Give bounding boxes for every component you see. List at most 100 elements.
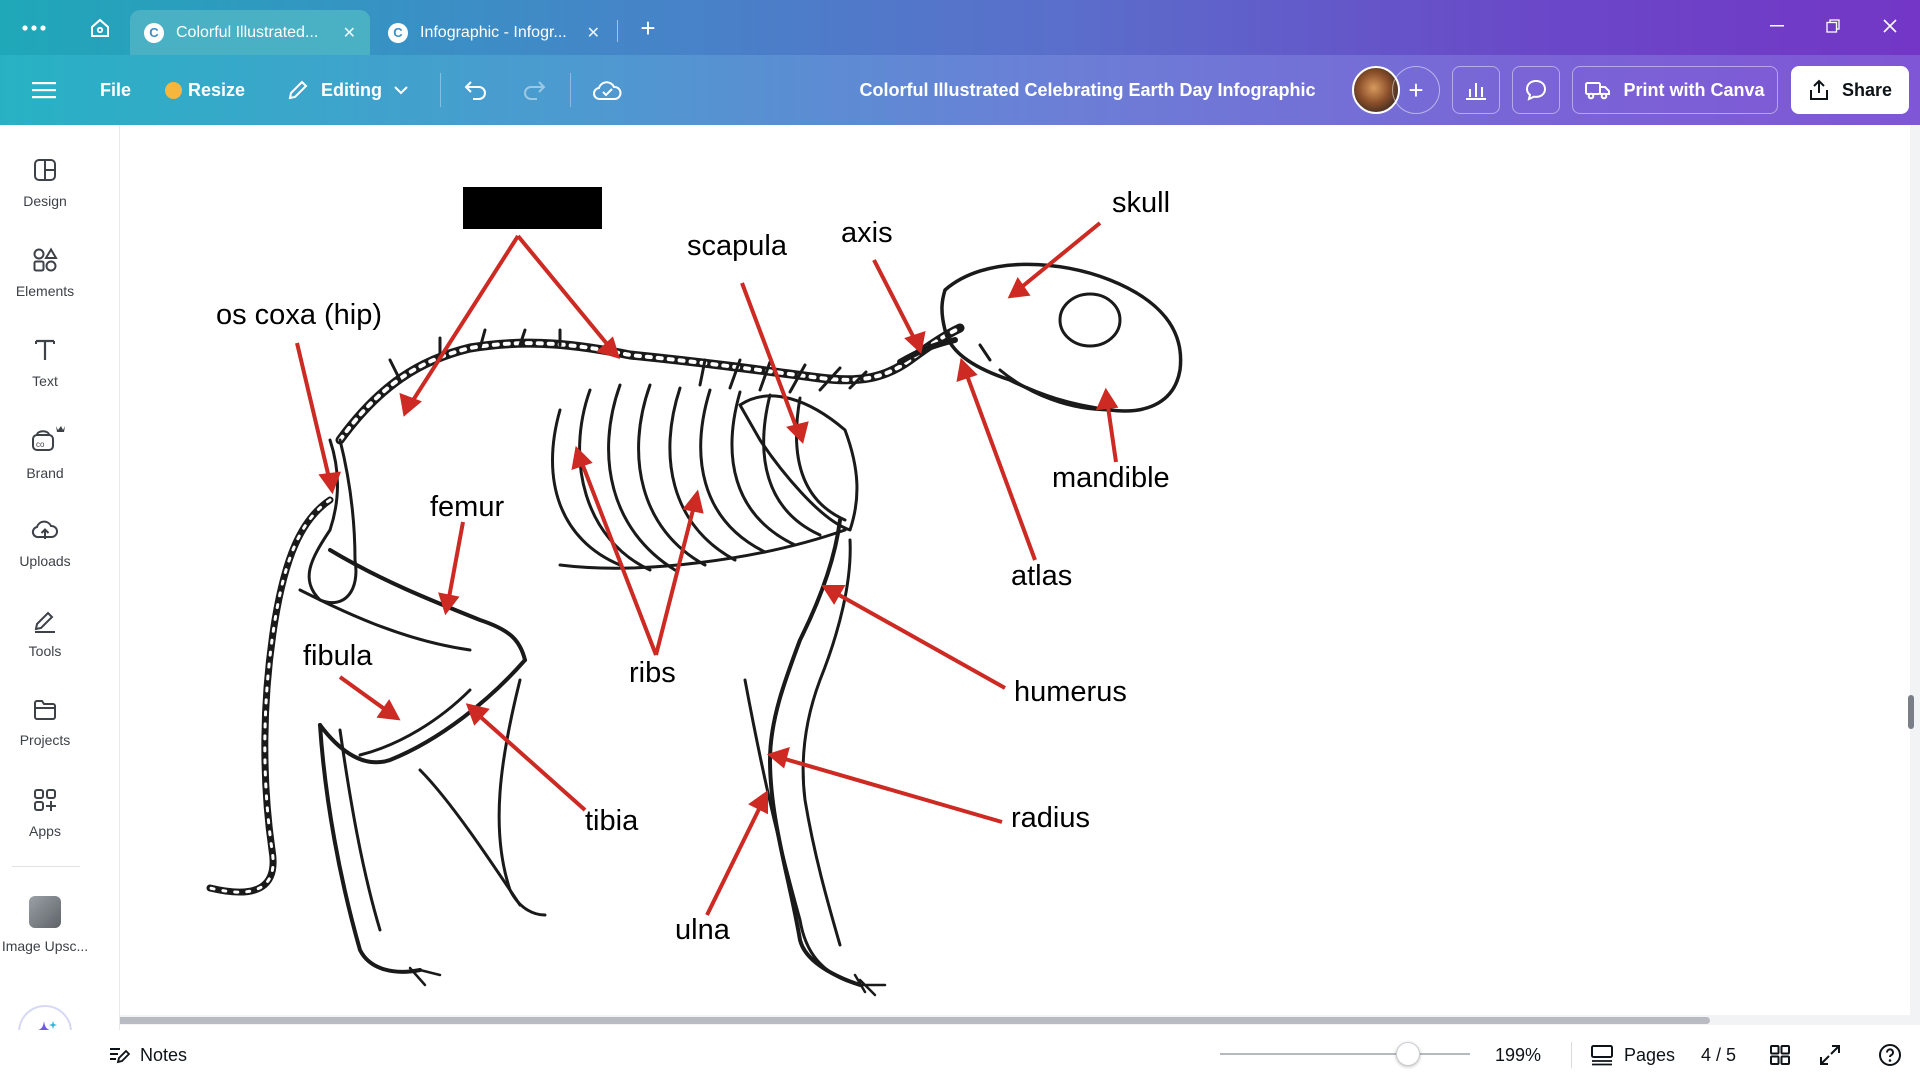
redacted-label-box[interactable] [463, 187, 602, 229]
cat-skeleton-diagram [206, 221, 1183, 997]
toolbar-divider [440, 73, 441, 107]
pencil-icon [288, 80, 308, 100]
uploads-icon [31, 520, 58, 539]
label-scapula[interactable]: scapula [687, 230, 787, 262]
horizontal-scrollbar[interactable] [98, 1017, 1710, 1024]
sidebar-item-label: Tools [28, 643, 62, 659]
bottom-divider [1571, 1042, 1572, 1068]
share-button[interactable]: Share [1791, 66, 1909, 114]
sidebar-item-label: Elements [15, 283, 75, 299]
tools-icon [34, 611, 55, 633]
label-os-coxa[interactable]: os coxa (hip) [216, 299, 383, 331]
chevron-down-icon [394, 85, 408, 94]
tab-title: Colorful Illustrated... [176, 23, 319, 41]
editing-mode-dropdown[interactable]: Editing [287, 55, 408, 125]
left-sidebar: Design Elements Text co Brand Uploads To… [0, 125, 120, 1080]
sidebar-item-apps[interactable]: Apps [0, 773, 90, 853]
main-menu-icon[interactable] [32, 55, 56, 125]
fullscreen-icon[interactable] [1815, 1040, 1845, 1070]
text-icon [35, 339, 55, 360]
projects-icon [34, 700, 56, 720]
canva-logo-icon: C [388, 22, 408, 43]
label-ulna[interactable]: ulna [675, 914, 730, 946]
label-humerus[interactable]: humerus [1014, 676, 1127, 708]
editor-toolbar: File Resize Editing Colorful Illustrated… [0, 55, 1920, 125]
resize-button[interactable]: Resize [165, 55, 245, 125]
pages-icon [1591, 1045, 1613, 1066]
label-mandible[interactable]: mandible [1052, 462, 1170, 494]
browser-tab-strip: C Colorful Illustrated... ✕ C Infographi… [0, 0, 1920, 55]
label-radius[interactable]: radius [1011, 802, 1090, 834]
label-atlas[interactable]: atlas [1011, 560, 1073, 592]
design-icon [34, 159, 56, 181]
resize-label: Resize [188, 79, 246, 100]
notes-label: Notes [140, 1044, 188, 1065]
home-icon[interactable] [84, 12, 116, 44]
apps-icon [34, 789, 56, 811]
document-title[interactable]: Colorful Illustrated Celebrating Earth D… [859, 79, 1316, 100]
sidebar-item-design[interactable]: Design [0, 143, 90, 223]
close-tab-icon[interactable]: ✕ [586, 24, 600, 42]
share-icon [1809, 79, 1828, 100]
close-tab-icon[interactable]: ✕ [342, 24, 356, 42]
image-upscaler-icon [29, 896, 61, 928]
label-skull[interactable]: skull [1112, 187, 1171, 219]
comment-icon[interactable] [1512, 66, 1560, 114]
label-femur[interactable]: femur [430, 491, 505, 523]
pages-button[interactable]: Pages [1590, 1030, 1675, 1080]
undo-icon[interactable] [463, 55, 489, 125]
zoom-level[interactable]: 199% [1495, 1044, 1542, 1065]
sidebar-item-label: Projects [19, 732, 71, 748]
cloud-saved-icon[interactable] [592, 55, 622, 125]
add-collaborator-icon[interactable]: + [1392, 66, 1440, 114]
tab-infographic[interactable]: C Infographic - Infogr... ✕ [374, 10, 614, 55]
sidebar-item-text[interactable]: Text [0, 323, 90, 403]
new-tab-icon[interactable]: + [640, 12, 656, 43]
insights-chart-icon[interactable] [1452, 66, 1500, 114]
sidebar-item-image-upscaler[interactable]: Image Upsc... [0, 885, 90, 965]
sidebar-item-tools[interactable]: Tools [0, 593, 90, 673]
label-tibia[interactable]: tibia [585, 805, 639, 837]
minimize-icon[interactable] [1757, 10, 1797, 42]
crown-icon [165, 81, 182, 99]
label-fibula[interactable]: fibula [303, 640, 373, 672]
close-window-icon[interactable] [1870, 10, 1910, 42]
bottom-bar [0, 1030, 1920, 1080]
notes-button[interactable]: Notes [108, 1030, 187, 1080]
tab-divider [617, 20, 618, 42]
file-menu[interactable]: File [100, 79, 132, 100]
sidebar-item-projects[interactable]: Projects [0, 683, 90, 763]
editing-label: Editing [321, 79, 382, 100]
grid-view-icon[interactable] [1765, 1040, 1795, 1070]
redo-icon[interactable] [521, 55, 547, 125]
notes-icon [110, 1048, 130, 1064]
restore-icon[interactable] [1813, 10, 1853, 42]
sidebar-item-elements[interactable]: Elements [0, 233, 90, 313]
sidebar-item-brand[interactable]: co Brand [0, 413, 90, 493]
elements-icon [33, 247, 58, 272]
zoom-slider-thumb[interactable] [1395, 1042, 1420, 1066]
design-page[interactable]: os coxa (hip) scapula axis skull femur m… [120, 125, 1910, 1015]
share-label: Share [1841, 79, 1893, 100]
tab-colorful-illustrated[interactable]: C Colorful Illustrated... ✕ [130, 10, 370, 55]
sidebar-item-uploads[interactable]: Uploads [0, 503, 90, 583]
sidebar-item-label: Text [32, 373, 58, 389]
canva-logo-icon: C [144, 22, 164, 43]
zoom-slider-track[interactable] [1220, 1053, 1470, 1055]
sidebar-item-label: Brand [26, 465, 64, 481]
vertical-scrollbar[interactable] [1908, 695, 1914, 729]
sidebar-item-label: Image Upsc... [1, 938, 89, 954]
truck-icon [1585, 82, 1611, 100]
sidebar-divider [12, 866, 80, 867]
page-indicator[interactable]: 4 / 5 [1701, 1044, 1737, 1065]
tab-title: Infographic - Infogr... [420, 23, 567, 41]
print-with-canva-button[interactable]: Print with Canva [1572, 66, 1778, 114]
label-ribs[interactable]: ribs [629, 657, 676, 689]
sidebar-item-label: Uploads [19, 553, 71, 569]
more-options-icon[interactable] [18, 12, 50, 44]
print-label: Print with Canva [1623, 79, 1765, 100]
help-icon[interactable] [1875, 1040, 1905, 1070]
toolbar-divider [570, 73, 571, 107]
svg-text:co: co [36, 440, 45, 449]
label-axis[interactable]: axis [841, 217, 893, 249]
